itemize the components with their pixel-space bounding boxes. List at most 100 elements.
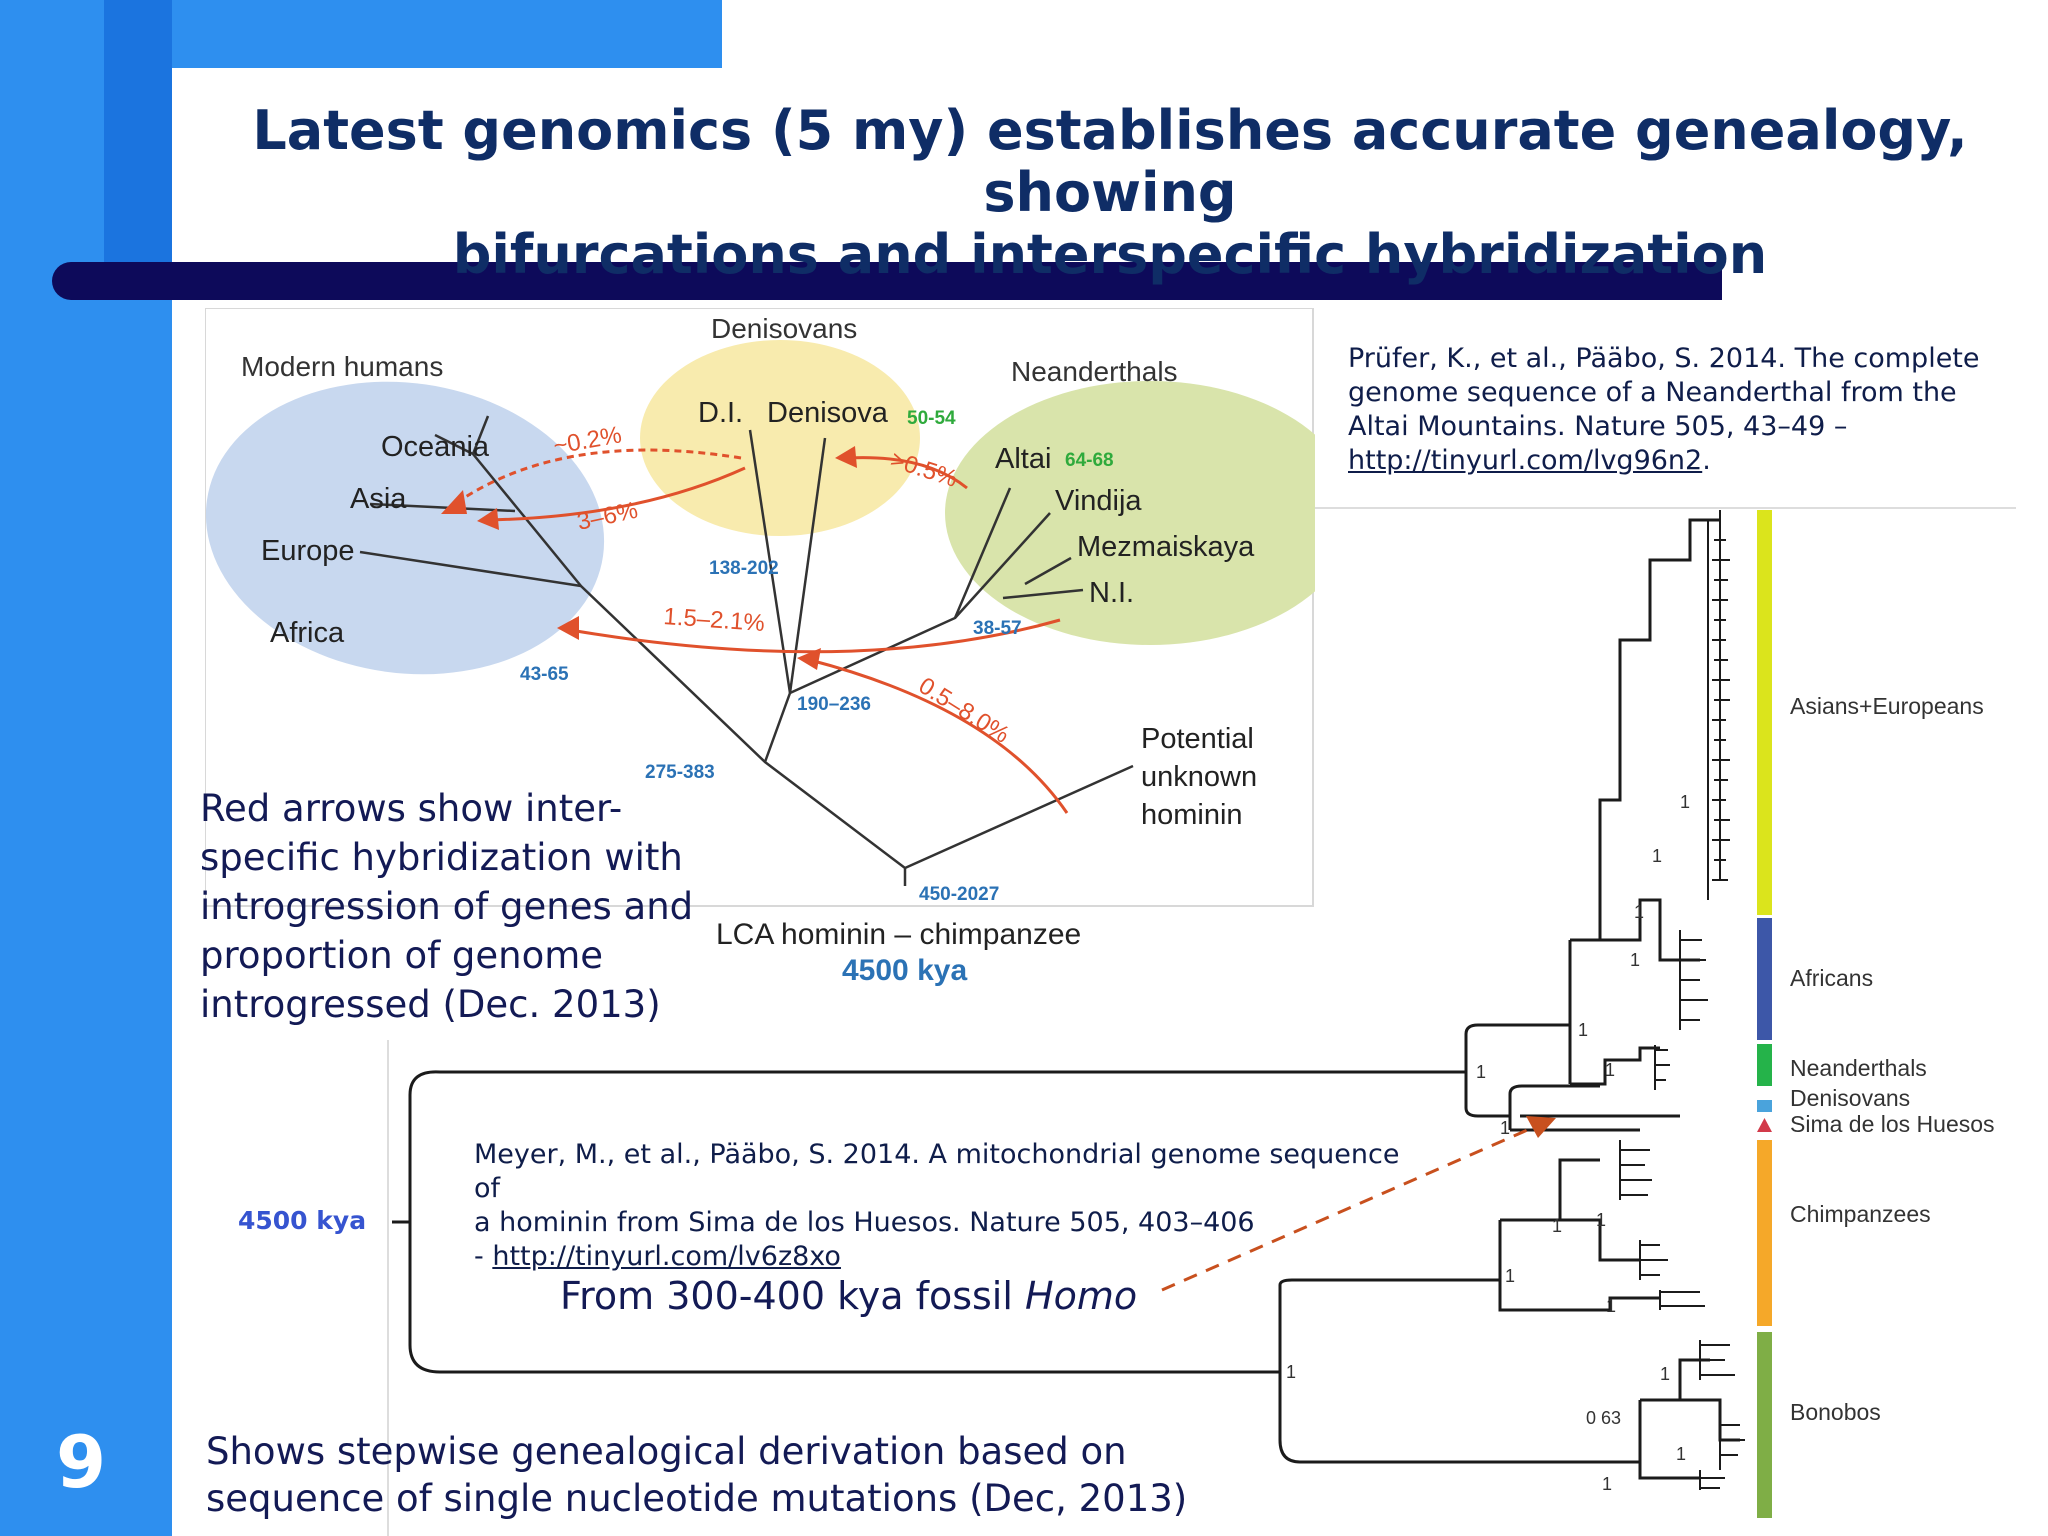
title-underline-bar [52, 262, 1722, 300]
gene-flow-arrows [444, 448, 1069, 814]
bonobo-subnode [1638, 1400, 1700, 1480]
bottom-note-line: sequence of single nucleotide mutations … [206, 1477, 1188, 1520]
clade-labels: Asians+Europeans Africans Neanderthals D… [1790, 693, 1995, 1425]
african-backbone [1600, 898, 1700, 962]
leaf-hominin: hominin [1141, 799, 1243, 831]
neanderthal-leaves [1654, 1045, 1670, 1090]
support-value: 1 [1680, 792, 1690, 812]
support-value: 1 [1476, 1062, 1486, 1082]
group-title-neanderthals: Neanderthals [1011, 356, 1178, 387]
leaf-denisova: Denisova [767, 397, 889, 429]
node-age-275: 275-383 [645, 762, 715, 783]
sample-ages: 50-54 64-68 [907, 408, 1114, 471]
tree-branch-oceania [471, 415, 490, 455]
chimp-stem [1278, 1278, 1500, 1286]
clade-bar-asians-europeans [1757, 510, 1772, 915]
lca-age-label: 4500 kya [842, 954, 968, 987]
fossil-note-genus: Homo [1025, 1274, 1138, 1318]
mito-tree-branches [392, 518, 1740, 1480]
tree-branch-ni [1002, 588, 1084, 600]
sima-branch-a [1508, 1084, 1600, 1095]
reference-prufer-link[interactable]: http://tinyurl.com/lvg96n2 [1348, 445, 1703, 476]
support-value: 1 [1605, 1060, 1615, 1080]
root-branch-lower [408, 1095, 1280, 1374]
root-age-label: 4500 kya [238, 1206, 367, 1235]
arrow-unknown-denisovan [809, 658, 1069, 814]
age-altai: 64-68 [1065, 450, 1114, 471]
bonobo-stem [1278, 1439, 1640, 1464]
fossil-note-text: From 300-400 kya fossil [560, 1274, 1025, 1318]
group-titles: Modern humans Denisovans Neanderthals [241, 313, 1178, 387]
leaf-africa: Africa [270, 617, 345, 649]
clade-label-denisovans: Denisovans [1790, 1085, 1910, 1111]
node-age-138: 138-202 [709, 558, 779, 579]
homo-branch-modern [1464, 1023, 1570, 1035]
support-values: 1 1 1 1 1 1 1 1 1 1 1 1 1 1 0 63 1 1 [1286, 792, 1690, 1494]
support-value: 1 [1578, 1020, 1588, 1040]
leaf-ticks-eurasian [1707, 510, 1730, 900]
arrow-neanderthal-modern [569, 618, 1061, 654]
chimp-lower [1560, 1296, 1660, 1312]
reference-meyer-line-3: - http://tinyurl.com/lv6z8xo [474, 1240, 1434, 1274]
reference-prufer: Prüfer, K., et al., Pääbo, S. 2014. The … [1348, 342, 2018, 478]
group-title-modern-humans: Modern humans [241, 351, 443, 382]
leaf-mezmaiskaya: Mezmaiskaya [1077, 531, 1255, 563]
tree-branch-africa [359, 550, 582, 588]
clade-bar-africans [1757, 918, 1772, 1040]
node-ages: 138-202 43-65 38-57 190–236 275-383 450-… [520, 558, 1022, 905]
tree-branch-europe [369, 502, 516, 513]
arrow-altai-denisova [846, 456, 968, 490]
support-value: 1 [1630, 950, 1640, 970]
leaf-ticks-chimp [1619, 1140, 1705, 1310]
leaf-di: D.I. [698, 397, 743, 429]
support-value: 1 [1602, 1474, 1612, 1494]
leaf-vindija: Vindija [1055, 485, 1142, 517]
fossil-arrow [1161, 1126, 1533, 1292]
support-value: 1 [1286, 1362, 1296, 1382]
bonobo-upper [1640, 1358, 1710, 1402]
arrowhead [441, 490, 467, 514]
chimp-mid [1560, 1218, 1640, 1262]
reference-meyer-prefix: - [474, 1241, 493, 1272]
slide-title-line-2: bifurcations and interspecific hybridiza… [452, 223, 1768, 286]
support-value: 1 [1500, 1118, 1510, 1138]
red-arrows-note-line: specific hybridization with [200, 836, 683, 879]
sidebar-dark-strip [104, 0, 172, 262]
group-title-denisovans: Denisovans [711, 313, 857, 344]
denisovans-ellipse [640, 340, 920, 536]
tree-branch-vindija [954, 512, 1051, 619]
eurasian-backbone [1570, 518, 1720, 942]
bottom-note-line: Shows stepwise genealogical derivation b… [206, 1430, 1127, 1473]
chimp-upper [1500, 1158, 1600, 1222]
leaf-unknown: unknown [1141, 761, 1257, 793]
red-arrows-note: Red arrows show inter- specific hybridiz… [200, 784, 740, 1029]
reference-meyer-link[interactable]: http://tinyurl.com/lv6z8xo [492, 1241, 841, 1272]
leaf-ticks-neanderthal [1654, 1045, 1670, 1090]
leaf-altai: Altai [995, 443, 1051, 475]
reference-meyer-line: a hominin from Sima de los Huesos. Natur… [474, 1207, 1255, 1238]
homo-branch-archaic [1464, 1107, 1510, 1118]
bottom-note: Shows stepwise genealogical derivation b… [206, 1428, 1306, 1522]
leaf-ticks-bonobo [1699, 1340, 1745, 1490]
support-value: 1 [1596, 1210, 1606, 1230]
fossil-note: From 300-400 kya fossil Homo [560, 1272, 1137, 1321]
red-arrows-note-line: introgression of genes and [200, 885, 694, 928]
leaf-ni: N.I. [1089, 577, 1134, 609]
hominin-diagram: Modern humans Denisovans Neanderthals Oc… [205, 308, 1315, 907]
clade-bar-denisovans [1757, 1100, 1772, 1112]
age-denisova: 50-54 [907, 408, 956, 429]
support-value: 0 63 [1586, 1408, 1621, 1428]
arrow-denisovan-asia [482, 466, 746, 522]
node-age-450: 450-2027 [919, 884, 999, 905]
lca-label: LCA hominin – chimpanzee [716, 918, 1082, 951]
root-branch-upper [408, 1070, 1466, 1096]
chimp-subnode [1498, 1220, 1560, 1312]
african-leaves [1679, 930, 1708, 1030]
leaf-oceania: Oceania [381, 431, 490, 463]
support-value: 1 [1552, 1216, 1562, 1236]
tree-branch-unknown [904, 764, 1134, 870]
leaf-labels: Oceania Asia Europe Africa D.I. Denisova… [261, 397, 1257, 831]
clade-label-chimpanzees: Chimpanzees [1790, 1201, 1931, 1227]
red-arrows-note-line: introgressed (Dec. 2013) [200, 983, 661, 1026]
arrowhead [797, 648, 821, 670]
